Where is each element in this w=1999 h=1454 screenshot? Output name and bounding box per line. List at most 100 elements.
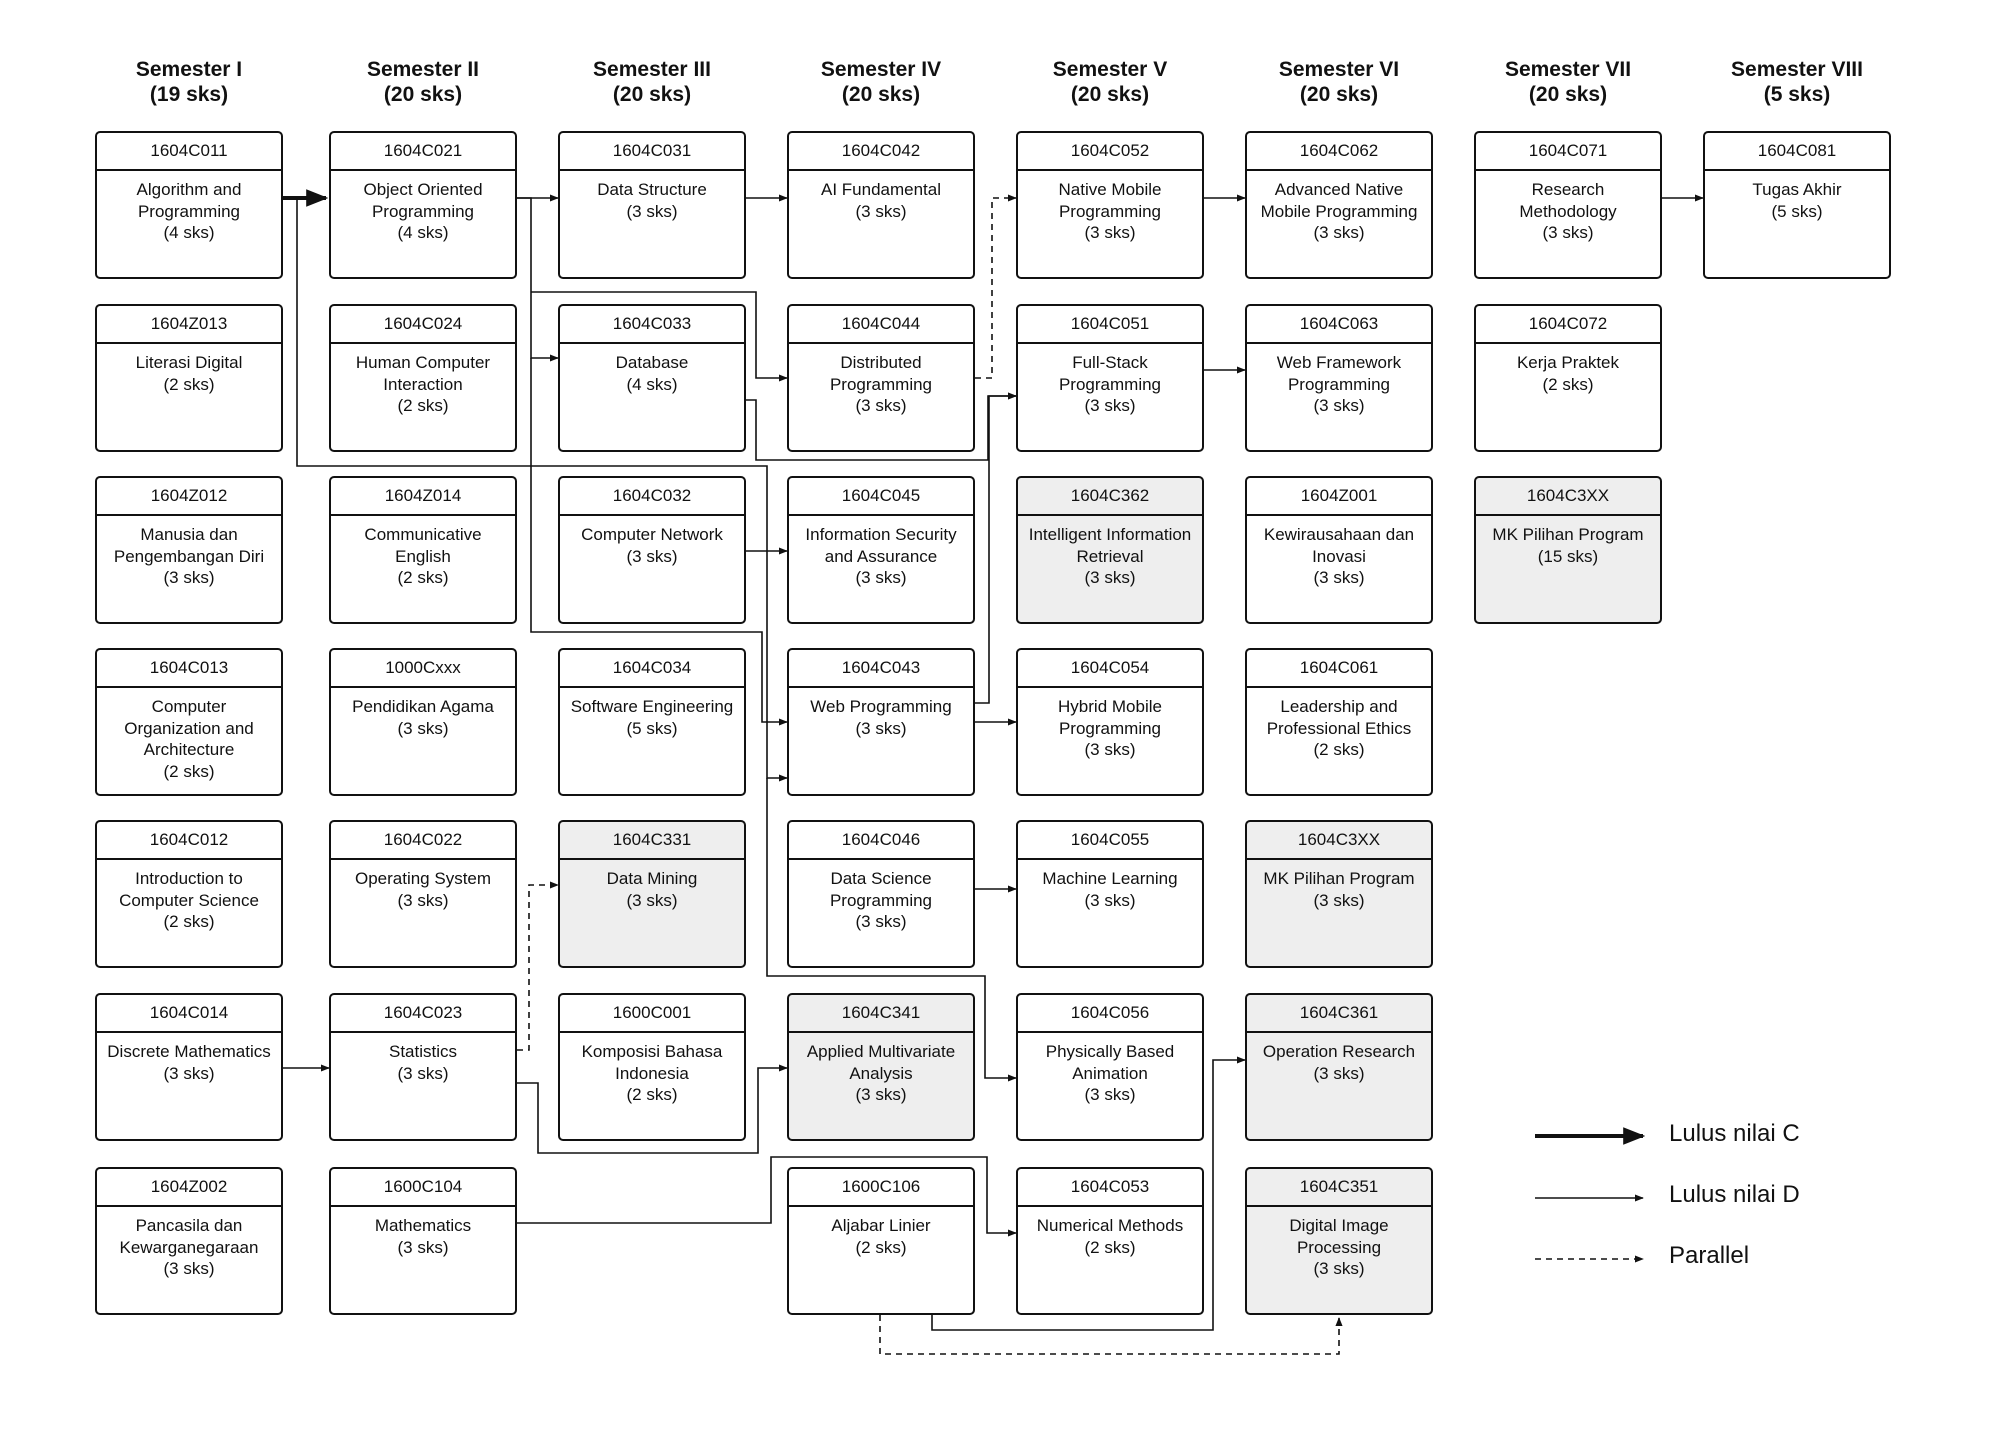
- link-web-to-fullstack: [975, 392, 1017, 704]
- course-credits: (3 sks): [1313, 890, 1365, 910]
- legend-pass-c-label: Lulus nilai C: [1669, 1120, 1800, 1147]
- course-title: Communicative English: [364, 525, 482, 566]
- semester-header: Semester II(20 sks): [308, 57, 538, 107]
- semester-name: Semester I: [135, 58, 243, 81]
- course-credits: (2 sks): [163, 761, 215, 781]
- course-credits: (3 sks): [855, 1085, 907, 1104]
- course-code: 1604C033: [560, 306, 744, 344]
- semester-credits: (20 sks): [1299, 83, 1379, 106]
- course-credits: (3 sks): [855, 201, 907, 221]
- course-title: Machine Learning: [1042, 869, 1178, 888]
- course-body: Discrete Mathematics(3 sks): [97, 1033, 281, 1084]
- course-body: Pendidikan Agama(3 sks): [331, 688, 515, 739]
- course-code: 1604Z014: [331, 478, 515, 516]
- course-body: Data Structure(3 sks): [560, 171, 744, 222]
- course-body: Physically Based Animation(3 sks): [1018, 1033, 1202, 1106]
- course-code: 1604C331: [560, 822, 744, 860]
- semester-header: Semester V(20 sks): [995, 57, 1225, 107]
- course-title: MK Pilihan Program: [1263, 869, 1415, 888]
- course-title: Database: [615, 353, 689, 372]
- course-credits: (3 sks): [855, 912, 907, 931]
- course-title: AI Fundamental: [820, 180, 941, 199]
- course-credits: (3 sks): [1313, 223, 1365, 242]
- course-body: Statistics(3 sks): [331, 1033, 515, 1084]
- course-credits: (3 sks): [855, 718, 907, 738]
- course-code: 1604C034: [560, 650, 744, 688]
- course-title: Manusia dan Pengembangan Diri: [113, 525, 265, 566]
- course-title: Full-Stack Programming: [1058, 353, 1162, 394]
- semester-credits: (5 sks): [1763, 83, 1831, 106]
- course-code: 1604C053: [1018, 1169, 1202, 1207]
- course-code: 1604C012: [97, 822, 281, 860]
- semester-credits: (20 sks): [1528, 83, 1608, 106]
- course-body: Kerja Praktek(2 sks): [1476, 344, 1660, 395]
- course-code: 1604C056: [1018, 995, 1202, 1033]
- course-body: Database (4 sks): [560, 344, 744, 395]
- semester-name: Semester VI: [1278, 58, 1400, 81]
- course-code: 1604C032: [560, 478, 744, 516]
- course-body: Machine Learning(3 sks): [1018, 860, 1202, 911]
- course-title: Data Science Programming: [829, 869, 933, 910]
- course-body: Applied Multivariate Analysis (3 sks): [789, 1033, 973, 1106]
- course-credits: (3 sks): [1313, 1063, 1365, 1083]
- semester-name: Semester II: [366, 58, 480, 81]
- course-credits: (3 sks): [855, 568, 907, 587]
- course-title: Human Computer Interaction: [355, 353, 491, 394]
- course-credits: (3 sks): [397, 1237, 449, 1257]
- course-credits: (4 sks): [626, 374, 678, 394]
- course-credits: (4 sks): [163, 223, 215, 242]
- course-credits: (3 sks): [1084, 568, 1136, 587]
- course-credits: (3 sks): [1313, 396, 1365, 415]
- semester-header: Semester III(20 sks): [537, 57, 767, 107]
- course-body: MK Pilihan Program (3 sks): [1247, 860, 1431, 911]
- course-title: Distributed Programming: [829, 353, 933, 394]
- course-body: Distributed Programming(3 sks): [789, 344, 973, 417]
- course-body: MK Pilihan Program(15 sks): [1476, 516, 1660, 567]
- course-title: Applied Multivariate Analysis: [806, 1042, 956, 1083]
- course-code: 1604Z001: [1247, 478, 1431, 516]
- course-body: Mathematics(3 sks): [331, 1207, 515, 1258]
- link-aljabar-to-image-processing: [879, 1315, 1343, 1355]
- course-code: 1604C052: [1018, 133, 1202, 171]
- course-code: 1604C351: [1247, 1169, 1431, 1207]
- course-body: Kewirausahaan dan Inovasi(3 sks): [1247, 516, 1431, 589]
- course-credits: (2 sks): [1084, 1237, 1136, 1257]
- course-credits: (3 sks): [1084, 223, 1136, 242]
- course-code: 1604C014: [97, 995, 281, 1033]
- course-title: Advanced Native Mobile Programming: [1260, 180, 1418, 221]
- semester-credits: (19 sks): [149, 83, 229, 106]
- semester-credits: (20 sks): [612, 83, 692, 106]
- course-code: 1604C023: [331, 995, 515, 1033]
- course-code: 1604C051: [1018, 306, 1202, 344]
- course-credits: (3 sks): [163, 1259, 215, 1278]
- course-code: 1604C072: [1476, 306, 1660, 344]
- course-body: Computer Organization and Architecture(2…: [97, 688, 281, 782]
- course-credits: (3 sks): [626, 546, 678, 566]
- course-title: Digital Image Processing: [1289, 1216, 1389, 1257]
- course-code: 1604C013: [97, 650, 281, 688]
- course-title: Hybrid Mobile Programming: [1058, 697, 1162, 738]
- course-credits: (3 sks): [163, 568, 215, 587]
- course-title: Discrete Mathematics: [107, 1042, 271, 1061]
- semester-name: Semester VII: [1504, 58, 1632, 81]
- course-body: Data Science Programming (3 sks): [789, 860, 973, 933]
- course-credits: (3 sks): [626, 201, 678, 221]
- semester-header: Semester VIII(5 sks): [1682, 57, 1912, 107]
- legend-symbols: [1535, 1127, 1646, 1263]
- link-statistics-to-data-mining: [517, 881, 559, 1051]
- course-credits: (2 sks): [1313, 740, 1365, 759]
